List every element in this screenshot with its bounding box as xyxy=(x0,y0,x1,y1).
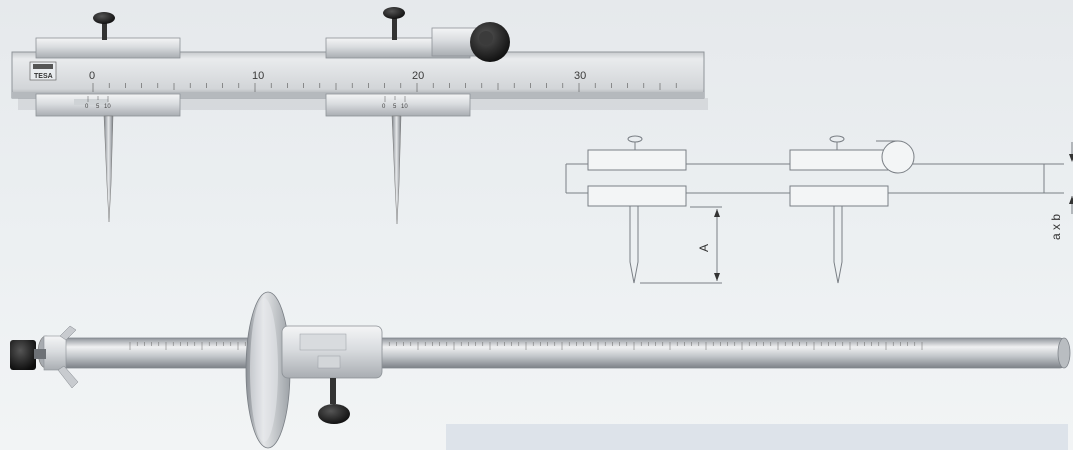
scale-beam xyxy=(11,51,705,99)
tesa-logo: TESA xyxy=(29,61,57,81)
right-trammel-head: 0 5 10 xyxy=(325,7,510,225)
bottom-beam-trammel xyxy=(10,291,1071,449)
scale-label-20: 20 xyxy=(412,70,424,82)
vernier-right-label-10: 10 xyxy=(401,104,408,110)
left-pin xyxy=(103,115,114,223)
logo-text: TESA xyxy=(34,73,53,80)
left-trammel-head: 0 5 10 xyxy=(35,12,181,223)
right-pin xyxy=(391,115,402,225)
scale-label-10: 10 xyxy=(252,70,264,82)
vernier-left xyxy=(87,96,109,102)
sliding-head xyxy=(281,325,383,379)
guide-disc xyxy=(245,291,291,449)
fine-adjust-wheel-icon[interactable] xyxy=(431,22,510,62)
scale-label-30: 30 xyxy=(574,70,586,82)
left-knob-icon[interactable] xyxy=(93,12,115,40)
main-scale-ticks xyxy=(92,83,677,92)
vernier-left-label-5: 5 xyxy=(96,104,100,110)
vernier-left-label-10: 10 xyxy=(104,104,111,110)
right-knob-icon[interactable] xyxy=(383,7,405,40)
head-knob-icon[interactable] xyxy=(318,378,350,424)
end-knob-icon[interactable] xyxy=(10,340,46,370)
vernier-left-label-0: 0 xyxy=(85,104,89,110)
vernier-right-label-5: 5 xyxy=(393,104,397,110)
dimension-label-a: A xyxy=(697,244,711,252)
technical-diagram xyxy=(565,135,1073,284)
top-trammel: TESA 0 10 20 30 0 5 10 xyxy=(11,7,708,225)
dimension-label-axb: a x b xyxy=(1049,214,1063,240)
left-end-clamp xyxy=(37,325,79,389)
caption-panel xyxy=(446,424,1068,450)
vernier-right-label-0: 0 xyxy=(382,104,386,110)
vernier-right xyxy=(384,96,406,102)
scale-label-0: 0 xyxy=(89,70,95,82)
